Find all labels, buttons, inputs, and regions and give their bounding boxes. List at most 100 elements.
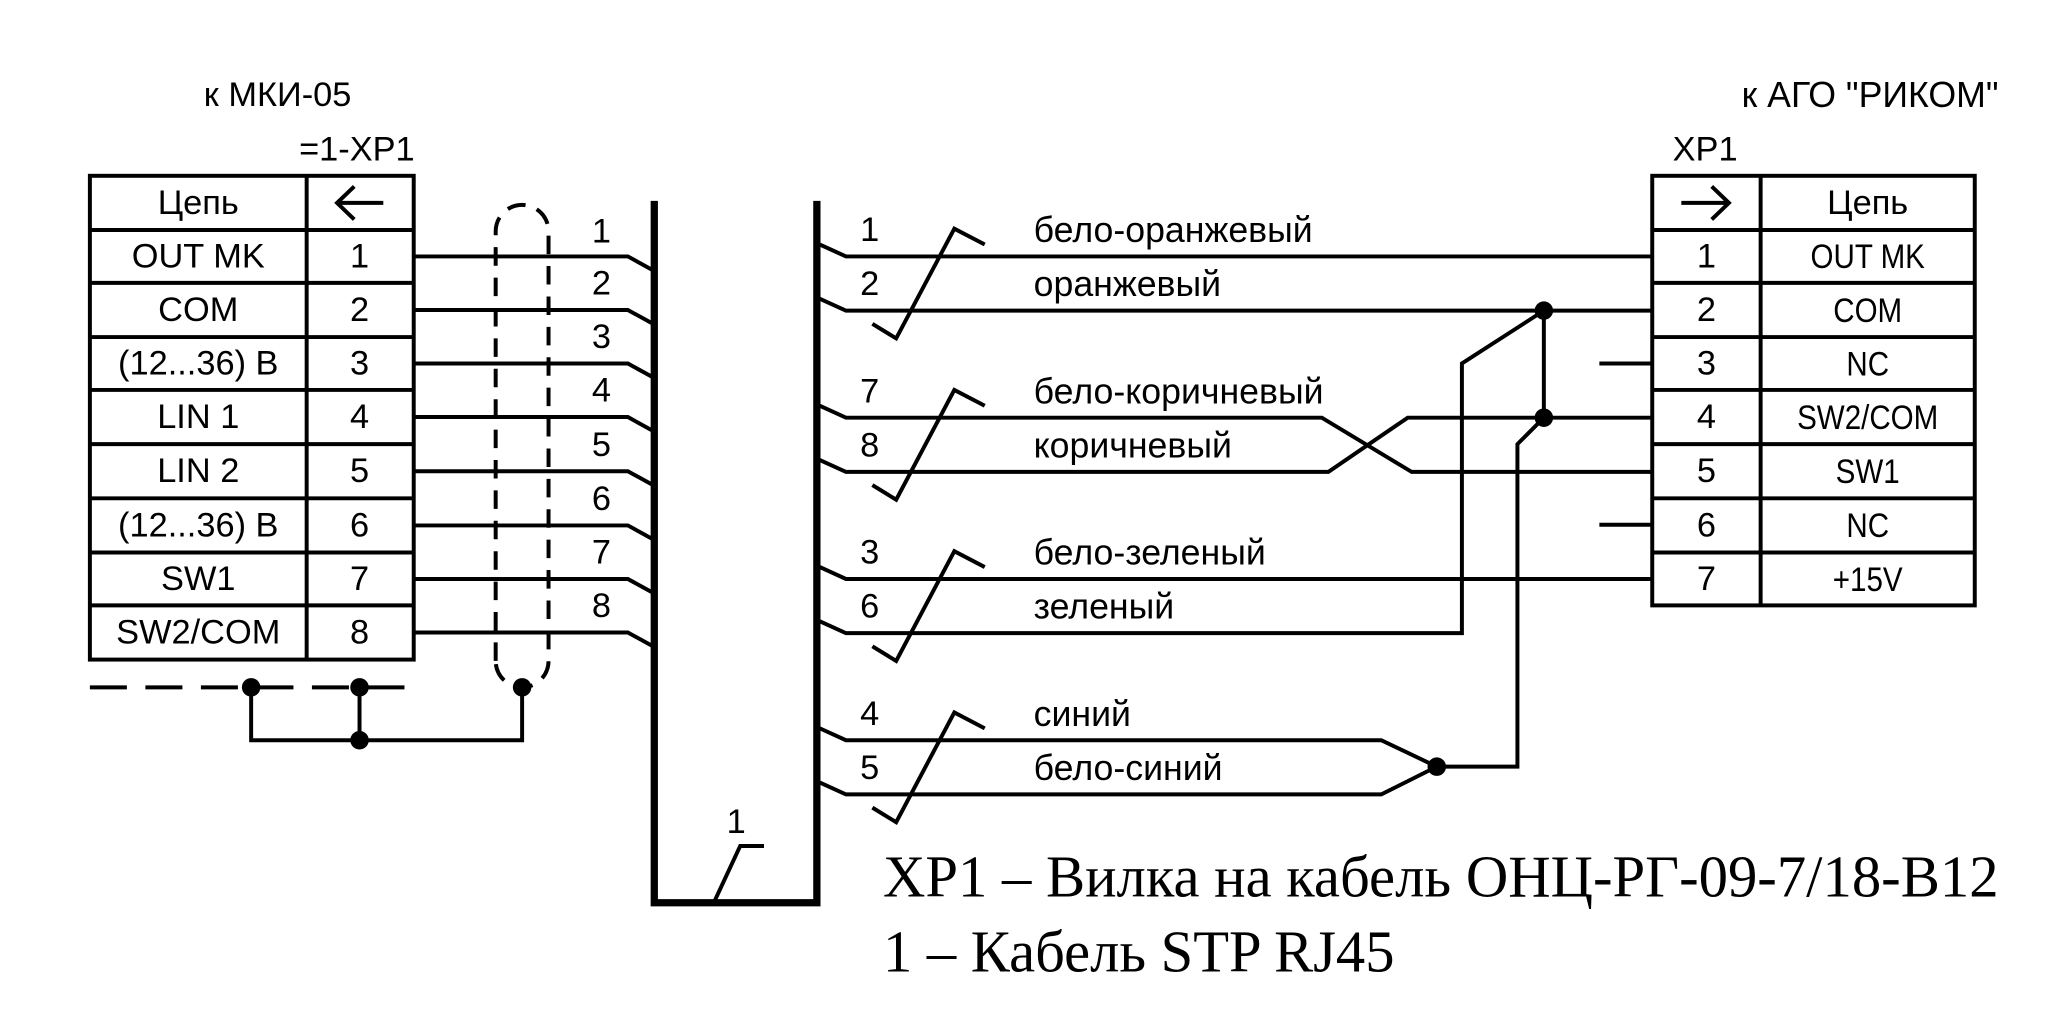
right-pin-number: 6: [1697, 506, 1716, 544]
left-wire: [413, 307, 656, 327]
note-cable: 1 – Кабель STP RJ45: [883, 919, 1395, 985]
wire-pair3-a: [816, 563, 1653, 581]
left-table-row: LIN 2 5: [157, 452, 369, 490]
right-table-row: 5 SW1: [1697, 452, 1900, 491]
wire-pair1-b: [816, 295, 1653, 313]
left-wire: [413, 576, 656, 596]
wire-color-label: бело-коричневый: [1034, 371, 1324, 411]
left-table-row: SW1 7: [161, 560, 369, 598]
wire-number: 2: [860, 265, 879, 303]
left-circuit-label: (12...36) В: [118, 506, 278, 544]
left-pin-number: 8: [350, 613, 369, 651]
right-pin-number: 3: [1697, 345, 1716, 383]
left-header-circuit: Цепь: [158, 184, 239, 222]
left-table-row: LIN 1 4: [157, 398, 369, 436]
left-table-row: SW2/COM 8: [116, 613, 369, 651]
right-table-row: 4 SW2/COM: [1697, 398, 1938, 437]
wire-color-label: коричневый: [1034, 425, 1232, 465]
right-circuit-label: SW1: [1836, 452, 1900, 491]
left-circuit-label: LIN 2: [157, 452, 239, 490]
wire-number: 6: [860, 588, 879, 626]
twisted-pair-symbol: [871, 709, 986, 825]
junction-dot: [1534, 301, 1554, 320]
left-wire-number: 7: [592, 534, 611, 572]
right-pin-number: 7: [1697, 560, 1716, 598]
junction-dot: [241, 678, 261, 697]
left-pin-number: 5: [350, 452, 369, 490]
left-table-row: (12...36) В 6: [118, 506, 369, 544]
wire-pair4-b: [816, 764, 1438, 797]
junction-dot: [512, 678, 532, 697]
left-wires: 1 2 3 4 5 6 7 8: [413, 212, 656, 649]
wire-number: 3: [860, 534, 879, 572]
right-connector-table: Цепь 1 OUT MK 2 COM 3 NC 4 SW2/COM 5 SW1…: [1650, 173, 1977, 608]
left-wire: [413, 254, 656, 273]
right-table-grid: [1652, 175, 1975, 606]
wire-pair2-a: [816, 402, 1653, 474]
right-circuit-label: NC: [1846, 506, 1889, 545]
wire-color-label: бело-зеленый: [1034, 533, 1266, 573]
wire-color-label: зеленый: [1034, 587, 1175, 627]
right-header-circuit: Цепь: [1827, 184, 1908, 222]
left-circuit-label: LIN 1: [157, 398, 239, 436]
left-wire-number: 5: [592, 426, 611, 464]
wire-number: 8: [860, 426, 879, 464]
left-wire-number: 1: [592, 212, 611, 250]
left-circuit-label: SW1: [161, 560, 235, 598]
right-circuit-label: NC: [1846, 344, 1889, 383]
arrow-left-icon: [334, 184, 384, 221]
wire-pair4-a: [816, 725, 1438, 769]
left-circuit-label: SW2/COM: [116, 613, 280, 651]
left-connector-designator: =1-XP1: [299, 130, 415, 168]
left-wire-number: 6: [592, 480, 611, 518]
right-pin-number: 1: [1697, 237, 1716, 275]
left-circuit-label: COM: [158, 291, 238, 329]
left-wire: [413, 630, 656, 649]
wire-pair1-a: [816, 241, 1653, 259]
left-wire: [413, 361, 656, 380]
left-wire: [413, 415, 656, 434]
left-table-row: OUT MK 1: [132, 237, 369, 275]
wire-number: 7: [860, 372, 879, 410]
right-table-row: 1 OUT MK: [1697, 237, 1926, 276]
right-pin-number: 2: [1697, 291, 1716, 329]
wire-color-label: оранжевый: [1034, 264, 1221, 304]
left-wire-number: 2: [592, 265, 611, 303]
cable-shield: [493, 202, 551, 690]
right-connector-designator: XP1: [1673, 130, 1738, 168]
left-table-row: (12...36) В 3: [118, 345, 369, 383]
left-circuit-label: OUT MK: [132, 237, 265, 275]
right-wires: 1 бело-оранжевый 2 оранжевый 7 бело-кори…: [816, 210, 1653, 825]
left-wire-number: 4: [592, 372, 611, 410]
left-pin-number: 6: [350, 506, 369, 544]
wire-color-label: бело-оранжевый: [1034, 210, 1313, 250]
left-pin-number: 4: [350, 398, 369, 436]
junction-dot: [350, 730, 369, 750]
jumper-sw2com: [1436, 416, 1546, 769]
junction-dot: [350, 678, 369, 697]
wire-color-label: синий: [1034, 694, 1131, 734]
left-wire-number: 3: [592, 318, 611, 356]
right-circuit-label: SW2/COM: [1797, 398, 1938, 437]
right-table-row: 2 COM: [1697, 291, 1902, 330]
right-circuit-label: OUT MK: [1811, 237, 1926, 276]
wire-number: 1: [860, 211, 879, 249]
left-table-grid: [89, 175, 414, 660]
left-circuit-label: (12...36) В: [118, 345, 278, 383]
note-connector: XP1 – Вилка на кабель ОНЦ-РГ-09-7/18-В12: [883, 843, 1999, 909]
left-pin-number: 1: [350, 237, 369, 275]
cable-label: 1: [727, 803, 746, 841]
right-table-row: 6 NC: [1697, 506, 1889, 545]
left-pin-number: 2: [350, 291, 369, 329]
twisted-pair-symbol: [871, 387, 986, 503]
cable-leader-line: [711, 843, 764, 904]
left-pin-number: 3: [350, 345, 369, 383]
left-table-row: COM 2: [158, 291, 369, 329]
junction-dot: [1427, 757, 1447, 776]
wire-number: 5: [860, 749, 879, 787]
left-pin-number: 7: [350, 560, 369, 598]
ground-link: [249, 687, 525, 743]
right-pin-number: 4: [1697, 398, 1716, 436]
junction-dot: [1534, 408, 1554, 427]
